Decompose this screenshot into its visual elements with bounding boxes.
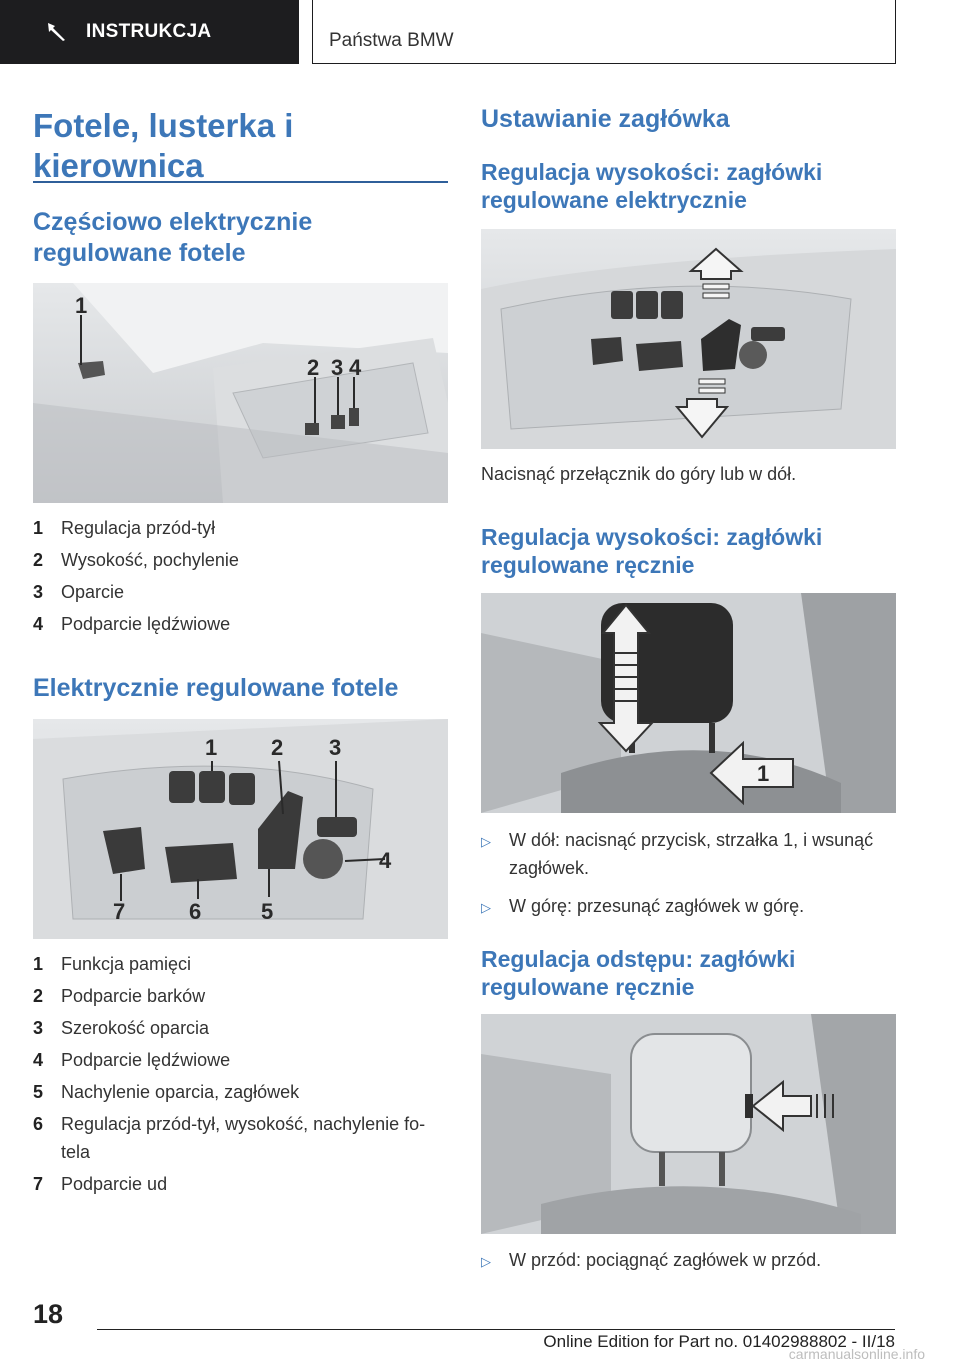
manual-tab-label: INSTRUKCJA [86, 21, 212, 42]
legend-partial-electric: 1 Regulacja przód-tył 2 Wysokość, pochylen… [33, 512, 448, 640]
callout-7: 7 [113, 899, 125, 924]
section-heading-headrest: Ustawianie zagłówka [481, 105, 730, 133]
legend-text: Podparcie lędźwiowe [61, 614, 231, 634]
legend-number: 5 [33, 1082, 44, 1102]
legend-text: Oparcie [61, 582, 125, 602]
legend-number: 2 [33, 986, 44, 1006]
legend-item: 5 Nachylenie oparcia, zagłówek [33, 1076, 448, 1108]
legend-number: 1 [33, 954, 44, 974]
figure-caption: Nacisnąć przełącznik do góry lub w dół. [481, 464, 797, 484]
list-item-text: W dół: nacisnąć przycisk, strzałka 1, i … [509, 830, 874, 878]
legend-item: 3 Oparcie [33, 576, 448, 608]
legend-number: 1 [33, 518, 44, 538]
legend-text: Wysokość, pochylenie [61, 550, 239, 570]
section-heading-partial-electric: Częściowo elektrycznie regulowane fotele [33, 208, 313, 267]
callout-5: 5 [261, 899, 273, 924]
legend-item: 1 Regulacja przód-tył [33, 512, 448, 544]
list-item: ▷ W górę: przesunąć zagłówek w górę. [481, 892, 896, 922]
section-heading-electric: Elektrycznie regulowane fotele [33, 674, 399, 702]
legend-electric: 1 Funkcja pamięci 2 Podparcie barków 3 Szer… [33, 948, 448, 1200]
bullet-list-height-manual: ▷ W dół: nacisnąć przycisk, strzałka 1, i… [481, 826, 896, 922]
watermark: carmanualsonline.info [788, 1346, 925, 1362]
legend-item: 4 Podparcie lędźwiowe [33, 1044, 448, 1076]
section-breadcrumb[interactable]: Państwa BMW [312, 0, 896, 64]
legend-item: 7 Podparcie ud [33, 1168, 448, 1200]
triangle-bullet-icon: ▷ [481, 1254, 491, 1269]
list-item-text: W przód: pociągnąć zagłówek w przód. [509, 1250, 822, 1270]
legend-number: 2 [33, 550, 44, 570]
legend-text: Regulacja przód-tył [61, 518, 216, 538]
subheading-distance-manual: Regulacja odstępu: zagłówki regulowane r… [481, 946, 796, 1000]
legend-item: 3 Szerokość oparcia [33, 1012, 448, 1044]
list-item: ▷ W dół: nacisnąć przycisk, strzałka 1, i… [481, 826, 896, 882]
page-number: 18 [33, 1299, 64, 1329]
legend-number: 4 [33, 614, 44, 634]
triangle-bullet-icon: ▷ [481, 900, 491, 915]
manual-tab[interactable]: INSTRUKCJA [0, 0, 299, 64]
seat-electric-figure: 1 2 3 4 5 6 7 [33, 719, 448, 939]
legend-text: Nachylenie oparcia, zagłówek [61, 1082, 300, 1102]
callout-4: 4 [349, 355, 362, 380]
callout-2: 2 [271, 735, 283, 760]
seat-partial-electric-figure: 1 2 3 4 [33, 283, 448, 503]
list-item-text: W górę: przesunąć zagłówek w górę. [509, 896, 805, 916]
headrest-manual-height-figure: 1 [481, 593, 896, 813]
callout-1: 1 [75, 293, 87, 318]
tool-icon [44, 19, 70, 45]
legend-text: Podparcie lędźwiowe [61, 1050, 231, 1070]
legend-item: 4 Podparcie lędźwiowe [33, 608, 448, 640]
callout-3: 3 [329, 735, 341, 760]
page-title: Fotele, lusterka i kierownica [33, 107, 294, 184]
legend-text: Podparcie barków [61, 986, 206, 1006]
subheading-height-manual: Regulacja wysokości: zagłówki regulowane… [481, 524, 823, 578]
callout-3: 3 [331, 355, 343, 380]
list-item: ▷ W przód: pociągnąć zagłówek w przód. [481, 1246, 896, 1276]
legend-text: Funkcja pamięci [61, 954, 192, 974]
callout-6: 6 [189, 899, 201, 924]
edition-text: Online Edition for Part no. 01402988802 … [543, 1332, 895, 1351]
legend-number: 3 [33, 1018, 44, 1038]
section-breadcrumb-label: Państwa BMW [329, 30, 454, 51]
title-divider [33, 181, 448, 183]
legend-text: Szerokość oparcia [61, 1018, 210, 1038]
footer-divider [97, 1329, 895, 1330]
bullet-list-distance-manual: ▷ W przód: pociągnąć zagłówek w przód. [481, 1246, 896, 1276]
legend-item: 2 Podparcie barków [33, 980, 448, 1012]
legend-number: 4 [33, 1050, 44, 1070]
callout-4: 4 [379, 848, 392, 873]
subheading-height-electric: Regulacja wysokości: zagłówki regulowane… [481, 159, 823, 213]
legend-number: 3 [33, 582, 44, 602]
legend-number: 7 [33, 1174, 44, 1194]
headrest-electric-figure [481, 229, 896, 449]
legend-text: Podparcie ud [61, 1174, 168, 1194]
legend-item: 6 Regulacja przód-tył, wysokość, nachylen… [33, 1108, 448, 1168]
triangle-bullet-icon: ▷ [481, 834, 491, 849]
legend-item: 1 Funkcja pamięci [33, 948, 448, 980]
callout-1: 1 [205, 735, 217, 760]
legend-text: Regulacja przód-tył, wysokość, nachyleni… [61, 1114, 426, 1162]
legend-item: 2 Wysokość, pochylenie [33, 544, 448, 576]
callout-1: 1 [757, 761, 769, 786]
headrest-manual-distance-figure [481, 1014, 896, 1234]
callout-2: 2 [307, 355, 319, 380]
legend-number: 6 [33, 1114, 44, 1134]
